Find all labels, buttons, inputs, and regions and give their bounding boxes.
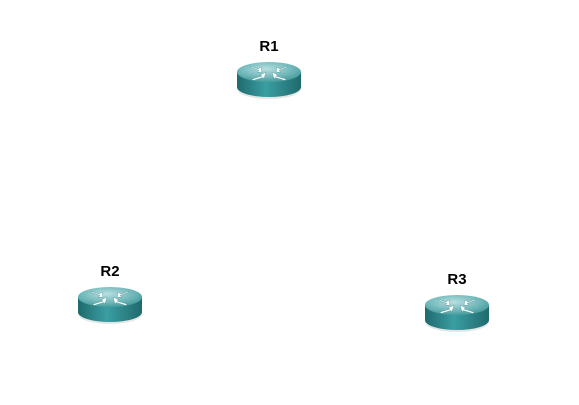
router-icon: [77, 286, 143, 325]
router-label-r2: R2: [100, 263, 120, 280]
router-icon: [424, 294, 490, 333]
router-icon: [236, 61, 302, 100]
router-node-r1[interactable]: R1: [234, 38, 304, 108]
router-node-r3[interactable]: R3: [422, 271, 492, 341]
router-label-r1: R1: [259, 38, 279, 55]
router-node-r2[interactable]: R2: [75, 263, 145, 333]
router-label-r3: R3: [447, 271, 467, 288]
